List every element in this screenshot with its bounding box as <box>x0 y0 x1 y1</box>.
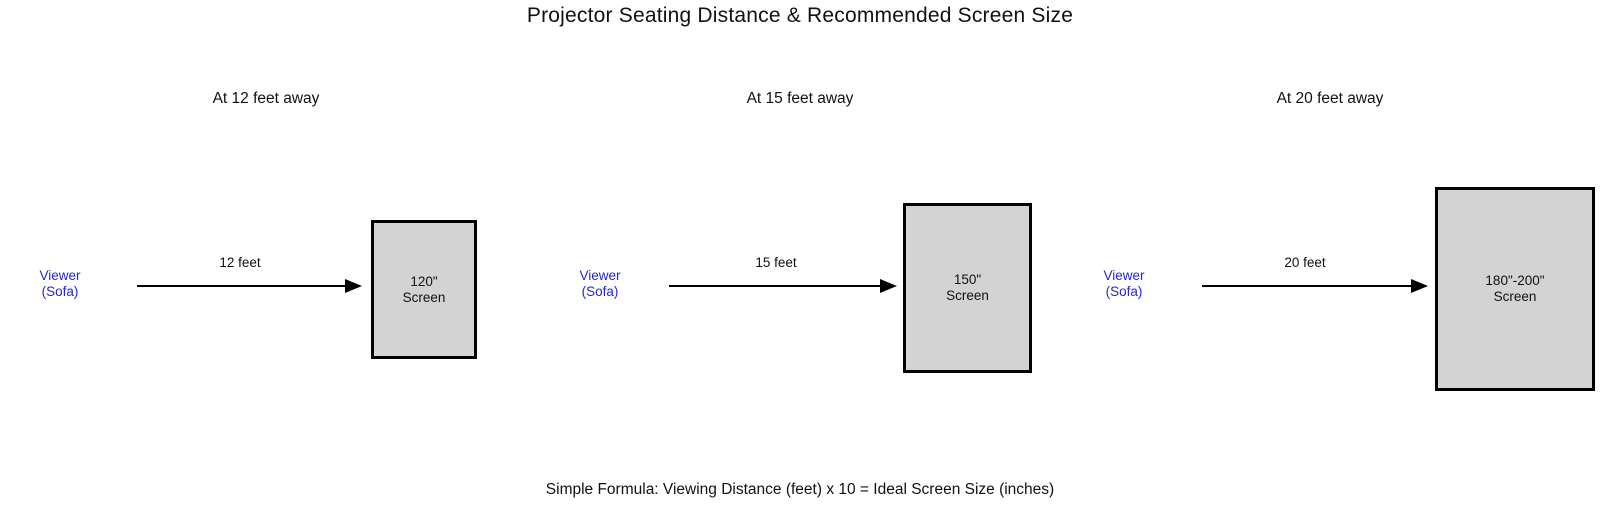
screen-word-label: Screen <box>1493 289 1537 304</box>
screen-word-label: Screen <box>946 288 989 303</box>
arrow-line-3 <box>1202 285 1411 287</box>
screen-size-label: 180"-200" <box>1485 273 1545 288</box>
screen-box-150: 150" Screen <box>903 203 1032 373</box>
screen-word-label: Screen <box>402 289 446 305</box>
section-header-20ft: At 20 feet away <box>1276 90 1384 107</box>
distance-label-20ft: 20 feet <box>1284 255 1326 270</box>
distance-label-12ft: 12 feet <box>219 255 261 270</box>
arrow-line-2 <box>669 285 880 287</box>
viewer-sofa-label-1: Viewer (Sofa) <box>39 268 80 300</box>
screen-box-180-200: 180"-200" Screen <box>1435 187 1595 391</box>
formula-text: Simple Formula: Viewing Distance (feet) … <box>545 481 1055 498</box>
arrow-head-icon-1 <box>345 279 362 293</box>
screen-size-label: 120" <box>410 273 438 289</box>
viewer-sofa-label-2: Viewer (Sofa) <box>579 268 620 300</box>
distance-label-15ft: 15 feet <box>755 255 797 270</box>
viewer-line1: Viewer <box>39 268 81 283</box>
viewer-line2: (Sofa) <box>581 284 619 299</box>
viewer-line2: (Sofa) <box>1105 284 1143 299</box>
arrow-line-1 <box>137 285 345 287</box>
screen-size-label: 150" <box>953 272 982 287</box>
screen-box-120: 120" Screen <box>371 220 477 359</box>
diagram-title: Projector Seating Distance & Recommended… <box>526 4 1074 27</box>
arrow-head-icon-3 <box>1411 279 1428 293</box>
arrow-head-icon-2 <box>880 279 897 293</box>
viewer-sofa-label-3: Viewer (Sofa) <box>1103 268 1144 300</box>
viewer-line1: Viewer <box>1103 268 1145 283</box>
viewer-line2: (Sofa) <box>41 284 79 299</box>
section-header-15ft: At 15 feet away <box>746 90 854 107</box>
viewer-line1: Viewer <box>579 268 621 283</box>
section-header-12ft: At 12 feet away <box>212 90 320 107</box>
